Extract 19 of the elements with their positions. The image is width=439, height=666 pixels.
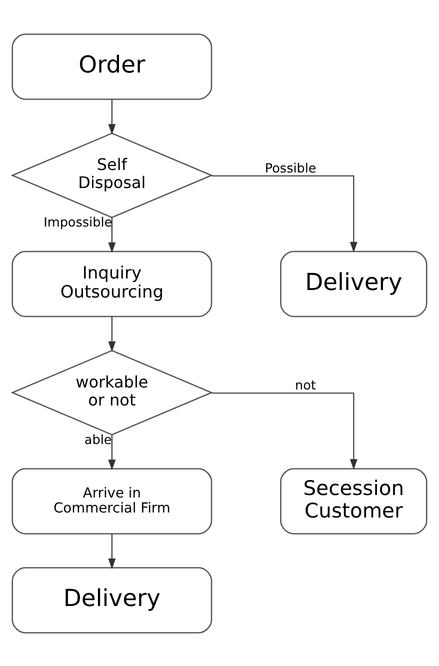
edge-label: Possible — [264, 160, 316, 176]
node-box: Secession Customer — [280, 468, 428, 534]
node-diamond: Self Disposal — [10, 132, 214, 218]
edge-label: Impossible — [44, 215, 112, 230]
edge-label: not — [295, 378, 316, 394]
arrow — [108, 533, 116, 569]
node-diamond: workable or not — [10, 349, 214, 435]
arrow — [108, 316, 116, 352]
node-box: Delivery — [12, 566, 212, 633]
arrow — [108, 434, 116, 470]
node-box: Inquiry Outsourcing — [12, 250, 212, 317]
arrow — [212, 392, 358, 470]
node-box: Arrive in Commercial Firm — [12, 468, 212, 534]
arrow — [212, 174, 358, 252]
arrow — [108, 217, 116, 252]
arrow — [108, 98, 116, 134]
edge-label: able — [84, 432, 112, 448]
node-box: Delivery — [280, 250, 428, 317]
node-box: Order — [12, 33, 212, 100]
